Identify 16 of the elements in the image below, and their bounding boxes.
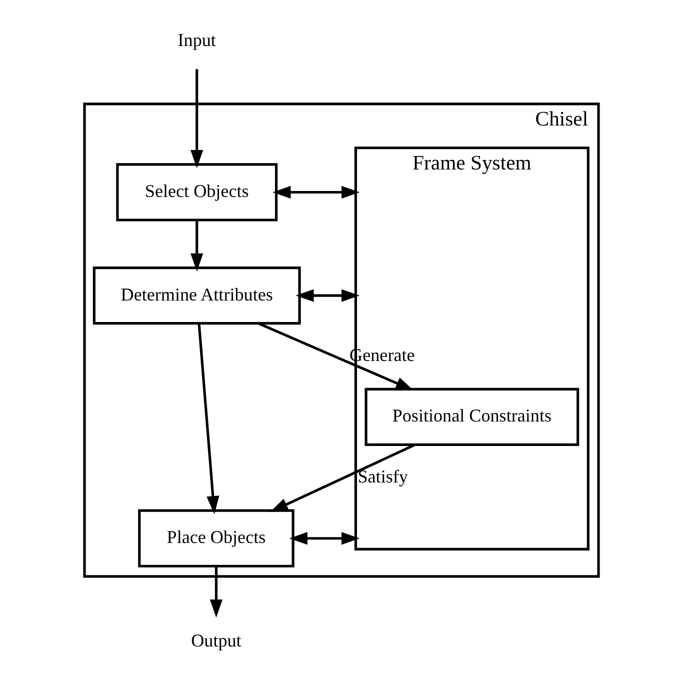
edge-label: Satisfy	[358, 466, 408, 486]
node-box: Select Objects	[116, 163, 278, 222]
arrow	[296, 289, 360, 302]
arrow	[210, 566, 223, 618]
node-text: Output	[191, 630, 242, 650]
node-box: Determine Attributes	[92, 266, 301, 325]
arrow	[272, 186, 360, 199]
node-box: Positional Constraints	[364, 388, 580, 446]
node-box: Place Objects	[138, 509, 294, 568]
arrow	[190, 220, 204, 272]
arrow	[190, 69, 204, 168]
arrow	[270, 444, 416, 512]
node-text: Input	[178, 30, 216, 50]
arrow	[258, 322, 414, 391]
arrow	[289, 532, 360, 545]
arrow	[198, 323, 220, 514]
